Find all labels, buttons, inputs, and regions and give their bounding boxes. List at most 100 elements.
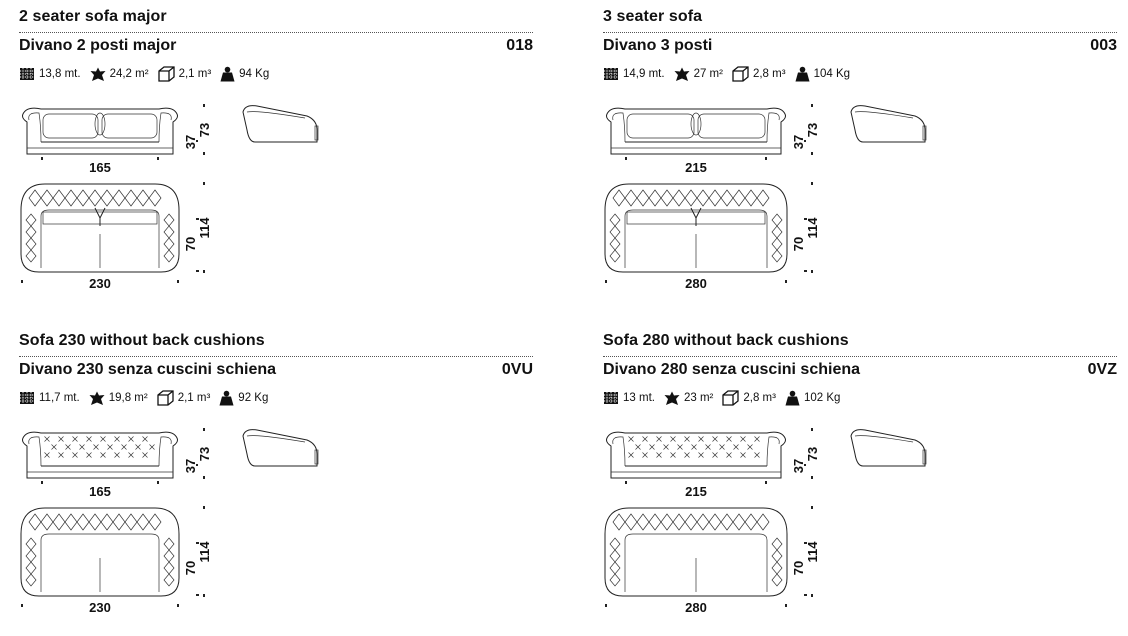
plan-tufting (609, 189, 783, 263)
plan-width-tick-left (21, 604, 23, 607)
product-panel-sofa-280: Sofa 280 without back cushions Divano 28… (603, 330, 1117, 630)
tuft-mark (726, 452, 732, 458)
tuft-mark (128, 452, 134, 458)
side-foot (314, 125, 319, 141)
spec-row: 14,9 mt. 27 m² 2,8 m³ 104 Kg (603, 64, 859, 84)
tuft-diamond (708, 189, 722, 207)
side-outline (242, 105, 318, 143)
tuft-mark (726, 436, 732, 442)
dim-front-width: 215 (685, 160, 707, 175)
product-title-en: Sofa 280 without back cushions (603, 332, 849, 349)
tuft-diamond (612, 189, 626, 207)
tuft-mark (142, 452, 148, 458)
tuft-diamond (163, 549, 175, 563)
left-arm-scroll (28, 112, 42, 143)
dim-height: 73 (805, 123, 820, 137)
tuft-mark (656, 452, 662, 458)
tuft-diamond (708, 513, 722, 531)
tuft-mark (121, 444, 127, 450)
spec-leather: 19,8 m² (89, 391, 148, 406)
height-tick-top (811, 428, 813, 431)
side-arm-line (854, 111, 914, 119)
side-foot (922, 449, 927, 465)
side-view (850, 429, 927, 467)
tuft-diamond (163, 213, 175, 227)
tuft-diamond (648, 189, 662, 207)
spec-weight-value: 94 Kg (239, 68, 270, 80)
seat-depth-tick (196, 270, 199, 272)
tuft-diamond (660, 513, 674, 531)
dim-plan-width: 230 (89, 600, 111, 612)
tuft-mark (114, 436, 120, 442)
tuft-diamond (163, 573, 175, 587)
plan-seat (40, 533, 160, 592)
plan-width-tick-right (177, 280, 179, 283)
dim-seat-height: 37 (183, 135, 198, 149)
left-arm-scroll (612, 112, 626, 143)
dim-depth: 114 (197, 541, 212, 563)
plan-view (604, 507, 788, 597)
height-tick-bottom (203, 152, 205, 155)
dim-seat-depth: 70 (183, 237, 198, 251)
side-arm-line (246, 435, 306, 443)
seat-depth-tick-top (196, 218, 199, 220)
center-bolster (690, 112, 702, 136)
tuft-diamond (148, 189, 162, 207)
product-code: 0VU (501, 361, 533, 378)
package-volume-icon (157, 390, 178, 406)
tuft-mark (705, 444, 711, 450)
right-arm-scroll (766, 436, 780, 467)
tuft-mark (107, 444, 113, 450)
tuft-diamond (624, 189, 638, 207)
right-arm-scroll (766, 112, 780, 143)
tuft-mark (44, 436, 50, 442)
spec-weight: 92 Kg (219, 390, 268, 406)
dim-seat-depth: 70 (791, 237, 806, 251)
product-code: 018 (506, 37, 533, 54)
tuft-diamond (25, 237, 37, 251)
package-volume-icon (722, 390, 743, 406)
side-foot (922, 125, 927, 141)
tuft-diamond (52, 513, 66, 531)
center-bolster (94, 112, 106, 136)
spec-leather: 23 m² (664, 391, 713, 406)
tuft-diamond (25, 249, 37, 263)
spec-fabric-value: 13,8 mt. (39, 68, 81, 80)
product-code: 003 (1090, 37, 1117, 54)
tuft-mark (649, 444, 655, 450)
tuft-mark (149, 444, 155, 450)
tuft-mark (79, 444, 85, 450)
dim-plan-width: 280 (685, 276, 707, 288)
tuft-mark (100, 452, 106, 458)
tuft-diamond (25, 561, 37, 575)
product-title-en: 2 seater sofa major (19, 8, 167, 25)
package-volume-icon (157, 66, 179, 82)
tuft-diamond (624, 513, 638, 531)
plan-view (20, 183, 180, 273)
back-cushion-left (42, 113, 99, 139)
side-outline (850, 429, 926, 467)
tuft-diamond (609, 249, 621, 263)
dim-depth: 114 (805, 217, 820, 239)
tuft-diamond (744, 513, 758, 531)
back-cushion-left (626, 113, 695, 139)
tuft-diamond (696, 513, 710, 531)
side-arm-line (854, 435, 914, 443)
title-divider (603, 32, 1117, 33)
depth-tick-bottom (811, 594, 813, 597)
tuft-diamond (163, 537, 175, 551)
spec-weight: 104 Kg (795, 66, 850, 82)
spec-weight-value: 92 Kg (238, 392, 269, 404)
tuft-diamond (163, 225, 175, 239)
tuft-diamond (25, 225, 37, 239)
tuft-mark (740, 436, 746, 442)
plan-center-tuft (94, 207, 106, 226)
tuft-diamond (163, 237, 175, 251)
front-outline (606, 431, 786, 479)
weight-icon (220, 66, 239, 82)
tuft-diamond (612, 513, 626, 531)
depth-tick-top (203, 506, 205, 509)
spec-fabric-value: 14,9 mt. (623, 68, 665, 80)
tuft-diamond (684, 189, 698, 207)
